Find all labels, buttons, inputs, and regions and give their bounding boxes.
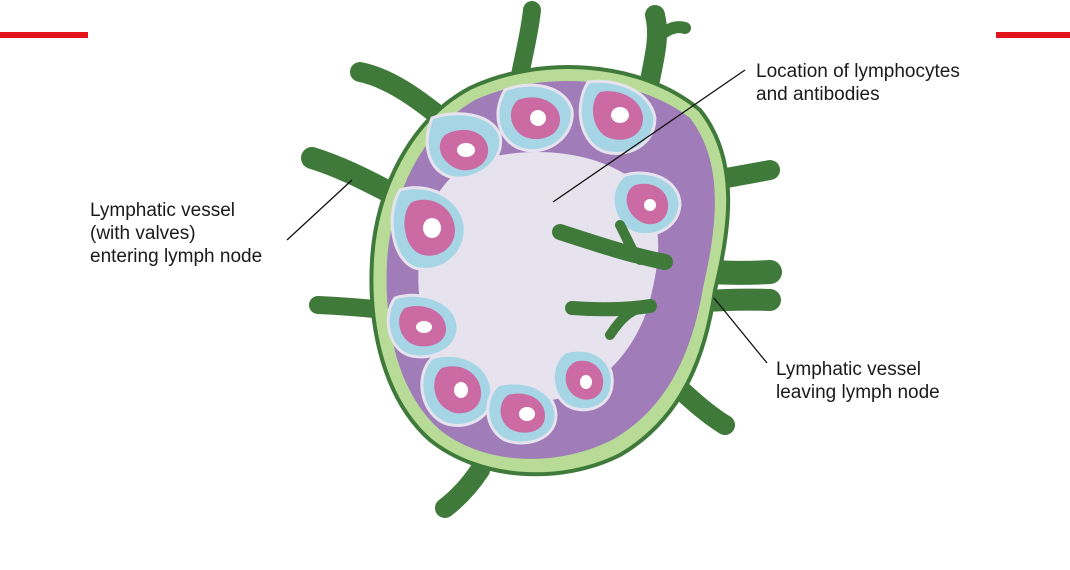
germinal-center-1	[457, 143, 475, 157]
germinal-centers	[416, 107, 656, 421]
vessel-top-1	[511, 1, 541, 84]
label-vessel-entering: Lymphatic vessel (with valves) entering …	[90, 199, 262, 268]
germinal-center-3	[611, 107, 629, 123]
leader-line-leaving	[713, 297, 768, 364]
label-vessel-entering-line-1: Lymphatic vessel	[90, 200, 236, 221]
germinal-center-8	[519, 407, 535, 421]
accent-bar-right	[996, 32, 1070, 38]
germinal-center-6	[416, 321, 432, 333]
leader-line-location	[552, 69, 746, 203]
label-vessel-leaving-line-2: leaving lymph node	[776, 382, 940, 403]
vessel-bottom	[435, 460, 490, 518]
germinal-center-4	[644, 199, 656, 211]
label-lymphocytes-location-line-1: Location of lymphocytes	[756, 61, 960, 82]
label-vessel-entering-line-2: (with valves)	[90, 223, 196, 244]
accent-bar-left	[0, 32, 88, 38]
label-vessel-leaving-line-1: Lymphatic vessel	[776, 359, 922, 380]
vessel-top-2b	[649, 21, 691, 46]
label-vessel-leaving: Lymphatic vessel leaving lymph node	[776, 358, 940, 404]
efferent-branches	[552, 220, 673, 340]
efferent-branch-upper-twig	[615, 220, 645, 265]
efferent-branch-upper	[552, 224, 673, 270]
germinal-center-5	[423, 218, 441, 238]
leader-line-entering	[286, 179, 353, 241]
label-lymphocytes-location: Location of lymphocytes and antibodies	[756, 60, 960, 106]
germinal-center-9	[580, 375, 592, 389]
label-lymphocytes-location-line-2: and antibodies	[756, 84, 880, 105]
germinal-center-7	[454, 382, 468, 398]
vessel-top-2	[640, 5, 668, 90]
label-vessel-entering-line-3: entering lymph node	[90, 246, 263, 267]
leader-lines	[286, 69, 768, 364]
lymph-node	[369, 65, 731, 477]
germinal-center-2	[530, 110, 546, 126]
node-medulla	[418, 152, 659, 402]
efferent-branch-lower-twig	[605, 303, 645, 340]
